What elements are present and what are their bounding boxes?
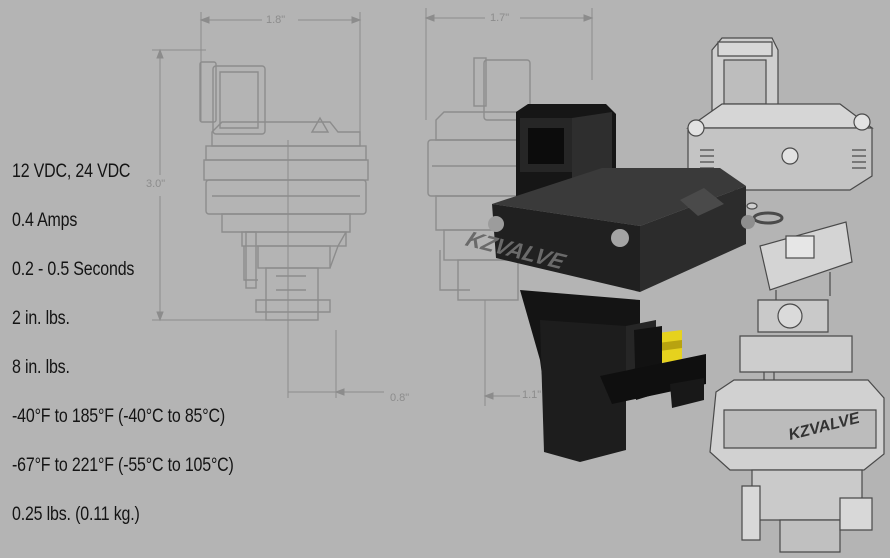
spec-torque-1: 2 in. lbs.	[12, 308, 70, 329]
dimension-label-height: 3.0"	[146, 178, 166, 190]
spec-voltage: 12 VDC, 24 VDC	[12, 161, 131, 182]
dimension-label-depth: 0.8"	[390, 392, 410, 404]
spec-storage-temp: -67°F to 221°F (-55°C to 105°C)	[12, 455, 234, 476]
actuator-photo: KZVALVE	[462, 104, 755, 462]
left-line-drawing	[199, 61, 369, 321]
spec-current: 0.4 Amps	[12, 210, 78, 231]
left-dimension-lines	[152, 12, 384, 398]
dimension-label-top-right: 1.7"	[490, 12, 510, 24]
dimension-label-top-left: 1.8"	[266, 14, 286, 26]
middle-dimension-lines	[424, 8, 594, 406]
spec-weight: 0.25 lbs. (0.11 kg.)	[12, 504, 140, 525]
exploded-view: KZVALVE	[686, 37, 885, 553]
spec-torque-2: 8 in. lbs.	[12, 357, 70, 378]
dimension-label-offset: 1.1"	[522, 389, 542, 401]
spec-cycle-time: 0.2 - 0.5 Seconds	[12, 259, 135, 280]
spec-operating-temp: -40°F to 185°F (-40°C to 85°C)	[12, 406, 225, 427]
spec-list: 12 VDC, 24 VDC 0.4 Amps 0.2 - 0.5 Second…	[12, 156, 276, 548]
